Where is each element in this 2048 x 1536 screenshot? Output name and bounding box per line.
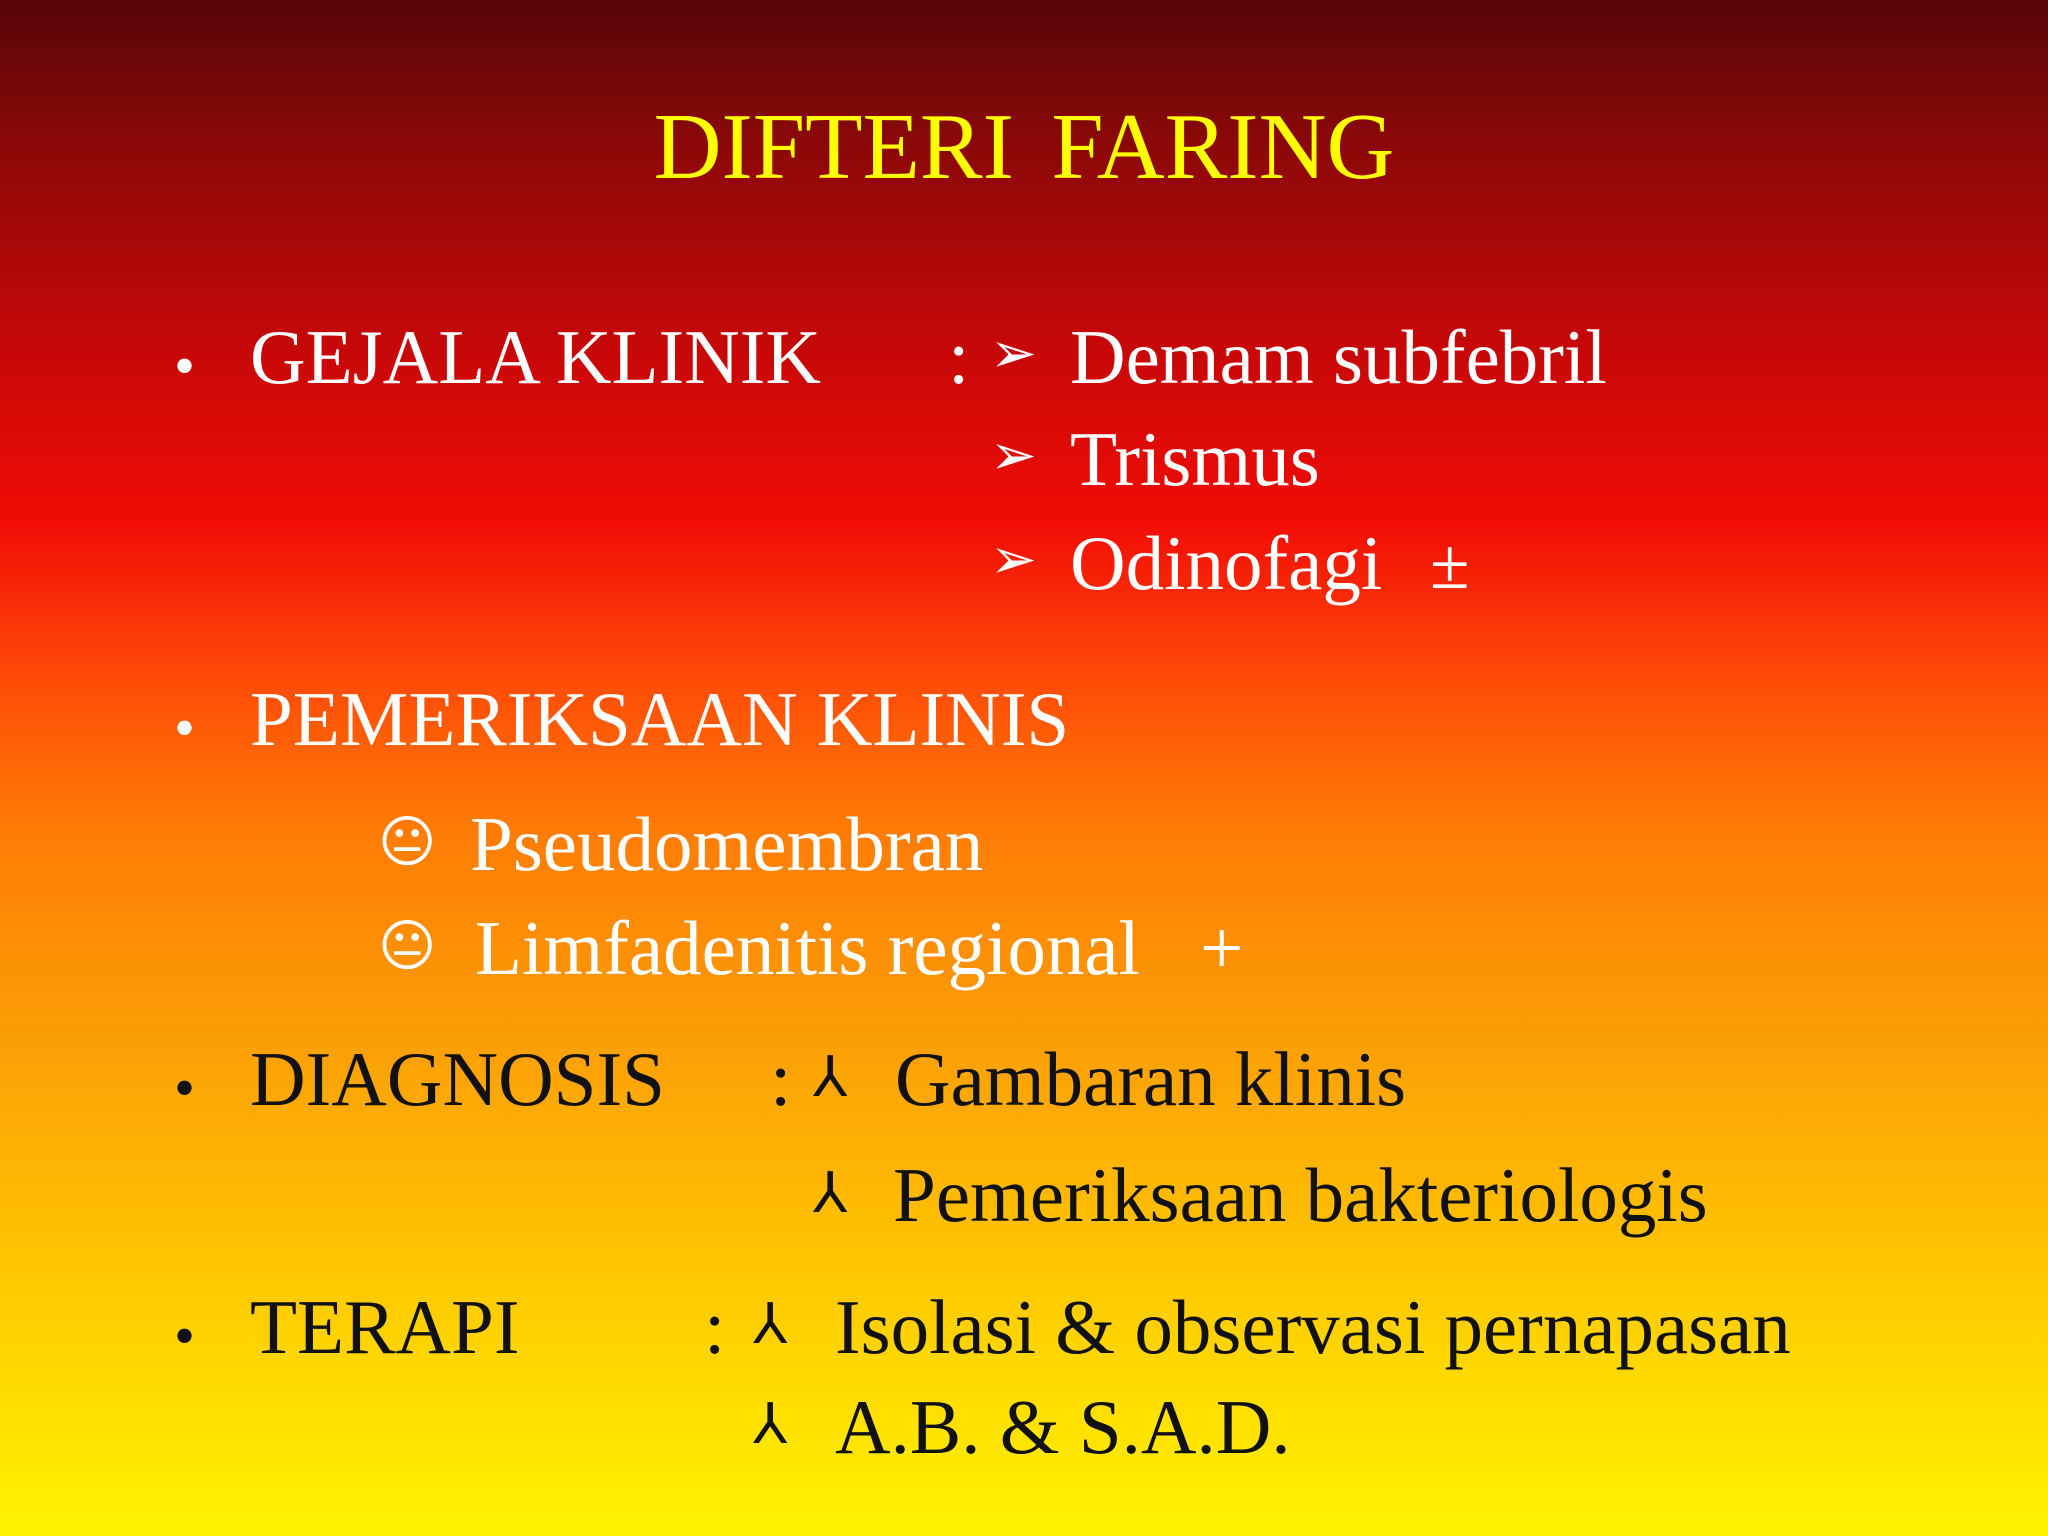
three-point-star-icon: ⅄	[813, 1161, 848, 1226]
three-point-star-icon: ⅄	[813, 1045, 848, 1110]
bullet-diagnosis: •	[174, 1055, 196, 1121]
terapi-label: TERAPI	[250, 1284, 520, 1370]
terapi-item-2: A.B. & S.A.D.	[835, 1384, 1291, 1470]
bullet-gejala: •	[174, 333, 196, 399]
bullet-pemeriksaan: •	[174, 695, 196, 761]
diagnosis-label: DIAGNOSIS	[250, 1036, 665, 1122]
arrowhead-icon: ➢	[990, 321, 1037, 386]
gejala-trailing-sign: ±	[1430, 524, 1470, 604]
terapi-item-1: Isolasi & observasi pernapasan	[835, 1284, 1791, 1370]
neutral-face-icon: 😐	[378, 914, 437, 979]
pemeriksaan-trailing-sign: +	[1200, 905, 1244, 991]
pemeriksaan-label: PEMERIKSAAN KLINIS	[250, 676, 1070, 762]
neutral-face-icon: 😐	[378, 810, 437, 875]
gejala-separator: :	[948, 314, 970, 400]
diagnosis-item-2: Pemeriksaan bakteriologis	[893, 1152, 1708, 1238]
slide-title: DIFTERI FARING	[653, 95, 1395, 199]
arrowhead-icon: ➢	[990, 423, 1037, 488]
diagnosis-item-1: Gambaran klinis	[895, 1036, 1407, 1122]
terapi-separator: :	[704, 1284, 726, 1370]
pemeriksaan-item-2: Limfadenitis regional	[475, 905, 1140, 991]
gejala-item-1: Demam subfebril	[1070, 314, 1607, 400]
diagnosis-separator: :	[770, 1036, 792, 1122]
arrowhead-icon: ➢	[990, 527, 1037, 592]
gejala-item-2: Trismus	[1070, 416, 1320, 502]
pemeriksaan-item-1: Pseudomembran	[470, 801, 984, 887]
gejala-item-3: Odinofagi	[1070, 520, 1383, 606]
gejala-label: GEJALA KLINIK	[250, 314, 821, 400]
bullet-terapi: •	[174, 1303, 196, 1369]
three-point-star-icon: ⅄	[753, 1392, 788, 1457]
three-point-star-icon: ⅄	[753, 1292, 788, 1357]
